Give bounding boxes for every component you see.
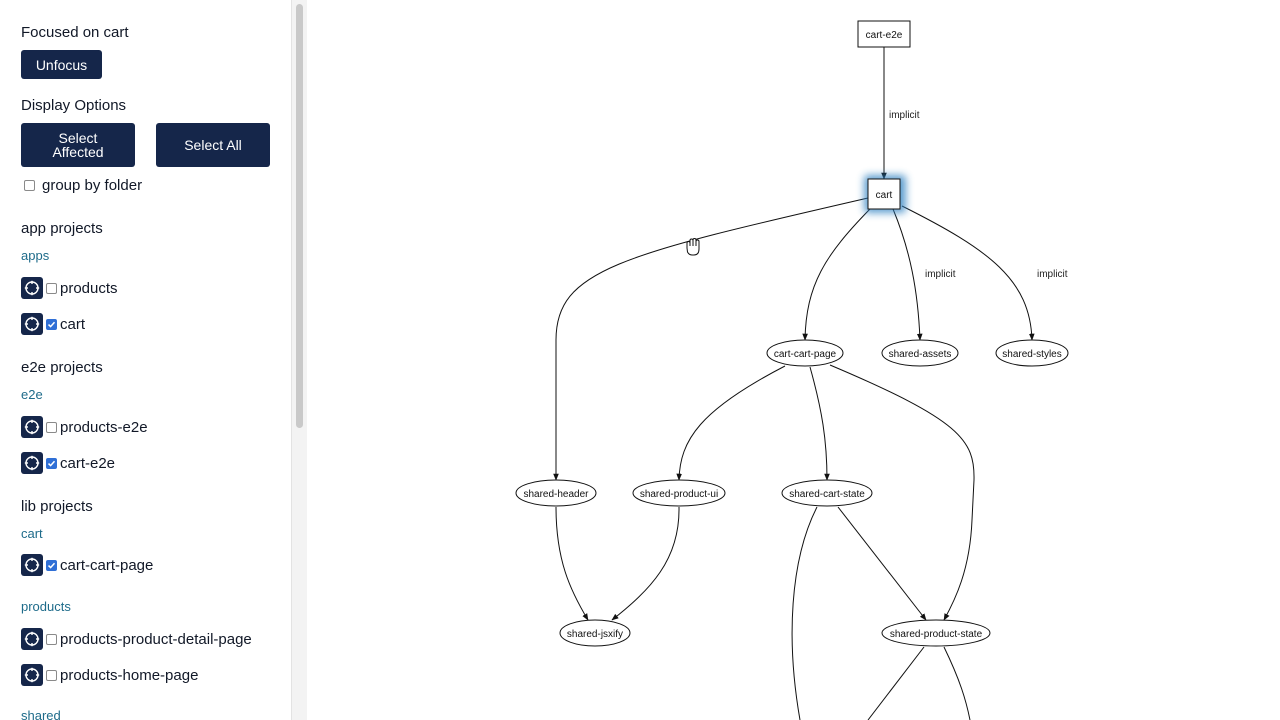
svg-text:shared-jsxify: shared-jsxify: [567, 629, 623, 640]
edge-shared-cart-state-offscreen: [791, 506, 818, 720]
focus-icon[interactable]: [21, 628, 43, 650]
edge-shared-product-state-offscreen-1: [867, 646, 925, 720]
project-label: products-e2e: [60, 418, 148, 436]
select-affected-button[interactable]: Select Affected: [21, 123, 135, 167]
node-shared-product-state[interactable]: shared-product-state: [881, 619, 991, 647]
unfocus-button[interactable]: Unfocus: [21, 50, 102, 79]
svg-text:cart: cart: [876, 190, 893, 201]
focus-icon[interactable]: [21, 554, 43, 576]
node-shared-header[interactable]: shared-header: [515, 479, 597, 507]
project-checkbox[interactable]: [46, 421, 57, 433]
svg-text:shared-cart-state: shared-cart-state: [789, 489, 865, 500]
edge-cart-shared-header: [553, 197, 869, 481]
select-all-button[interactable]: Select All: [156, 123, 270, 167]
edge-cart-shared-styles: [901, 205, 1035, 341]
svg-text:shared-styles: shared-styles: [1002, 349, 1061, 360]
edge-shared-product-ui-shared-jsxify: [611, 506, 680, 621]
svg-text:cart-cart-page: cart-cart-page: [774, 349, 837, 360]
project-row-cart-cart-page: cart-cart-page: [21, 554, 153, 576]
edge-cart-cart-cart-page: [802, 208, 871, 341]
focus-icon[interactable]: [21, 277, 43, 299]
folder-label-cart: cart: [21, 526, 43, 541]
sidebar-scrollbar-thumb[interactable]: [296, 4, 303, 428]
project-row-cart-e2e: cart-e2e: [21, 452, 115, 474]
sidebar-scrollbar[interactable]: [291, 0, 307, 720]
hand-cursor-icon: [686, 237, 700, 256]
graph-edge-labels: implicit implicit implicit: [889, 110, 1068, 280]
project-checkbox[interactable]: [46, 318, 57, 330]
project-row-cart: cart: [21, 313, 85, 335]
project-row-products-e2e: products-e2e: [21, 416, 148, 438]
project-checkbox[interactable]: [46, 669, 57, 681]
display-options-title: Display Options: [21, 97, 127, 114]
project-checkbox[interactable]: [46, 559, 57, 571]
group-by-folder-checkbox[interactable]: [24, 180, 35, 191]
svg-text:cart-e2e: cart-e2e: [866, 30, 903, 41]
svg-text:shared-assets: shared-assets: [889, 349, 952, 360]
edge-cart-shared-assets: [892, 208, 923, 341]
project-label: products-home-page: [60, 666, 199, 684]
node-shared-jsxify[interactable]: shared-jsxify: [559, 619, 631, 647]
focus-icon[interactable]: [21, 416, 43, 438]
project-label: cart: [60, 315, 86, 333]
section-title-lib-projects: lib projects: [21, 498, 93, 515]
project-row-products-home-page: products-home-page: [21, 664, 198, 686]
checkmark-icon: [47, 321, 56, 328]
edge-label-implicit: implicit: [889, 110, 920, 121]
node-shared-product-ui[interactable]: shared-product-ui: [632, 479, 726, 507]
node-cart[interactable]: cart: [864, 175, 906, 213]
node-cart-cart-page[interactable]: cart-cart-page: [766, 339, 844, 367]
graph-nodes: cart-e2e cart cart-cart-page shared-asse…: [515, 20, 1069, 647]
project-row-products-product-detail-page: products-product-detail-page: [21, 628, 252, 650]
checkmark-icon: [47, 460, 56, 467]
node-shared-assets[interactable]: shared-assets: [881, 339, 959, 367]
edge-shared-header-shared-jsxify: [555, 506, 589, 621]
edge-label-implicit: implicit: [925, 269, 956, 280]
svg-text:shared-header: shared-header: [523, 489, 589, 500]
project-label: products: [60, 279, 118, 297]
graph-canvas: implicit implicit implicit cart-e2e cart…: [515, 20, 1069, 720]
dependency-graph[interactable]: implicit implicit implicit cart-e2e cart…: [307, 0, 1280, 720]
node-shared-cart-state[interactable]: shared-cart-state: [781, 479, 873, 507]
edge-shared-product-state-offscreen-2: [943, 646, 971, 720]
svg-text:shared-product-ui: shared-product-ui: [640, 489, 718, 500]
project-label: cart-e2e: [60, 454, 116, 472]
project-checkbox[interactable]: [46, 282, 57, 294]
edge-cart-page-shared-cart-state: [809, 366, 830, 481]
project-row-products: products: [21, 277, 118, 299]
project-checkbox[interactable]: [46, 457, 57, 469]
sidebar: Focused on cart Unfocus Display Options …: [0, 0, 291, 720]
focus-icon[interactable]: [21, 313, 43, 335]
folder-label-shared: shared: [21, 708, 61, 720]
focus-title: Focused on cart: [21, 24, 129, 41]
folder-label-e2e: e2e: [21, 387, 43, 402]
section-title-e2e-projects: e2e projects: [21, 359, 103, 376]
node-cart-e2e[interactable]: cart-e2e: [857, 20, 911, 48]
section-title-app-projects: app projects: [21, 220, 103, 237]
project-label: products-product-detail-page: [60, 630, 252, 648]
edge-cart-page-shared-product-ui: [676, 365, 786, 481]
focus-icon[interactable]: [21, 452, 43, 474]
folder-label-apps: apps: [21, 248, 50, 263]
node-shared-styles[interactable]: shared-styles: [995, 339, 1069, 367]
svg-text:shared-product-state: shared-product-state: [890, 629, 983, 640]
edge-label-implicit: implicit: [1037, 269, 1068, 280]
checkmark-icon: [47, 562, 56, 569]
group-by-folder-label: group by folder: [42, 177, 143, 194]
project-label: cart-cart-page: [60, 556, 154, 574]
edge-cart-page-shared-product-state: [829, 364, 975, 621]
project-checkbox[interactable]: [46, 633, 57, 645]
focus-icon[interactable]: [21, 664, 43, 686]
graph-edges: [553, 47, 1035, 720]
edge-shared-cart-state-shared-product-state: [837, 506, 927, 621]
folder-label-products: products: [21, 599, 71, 614]
